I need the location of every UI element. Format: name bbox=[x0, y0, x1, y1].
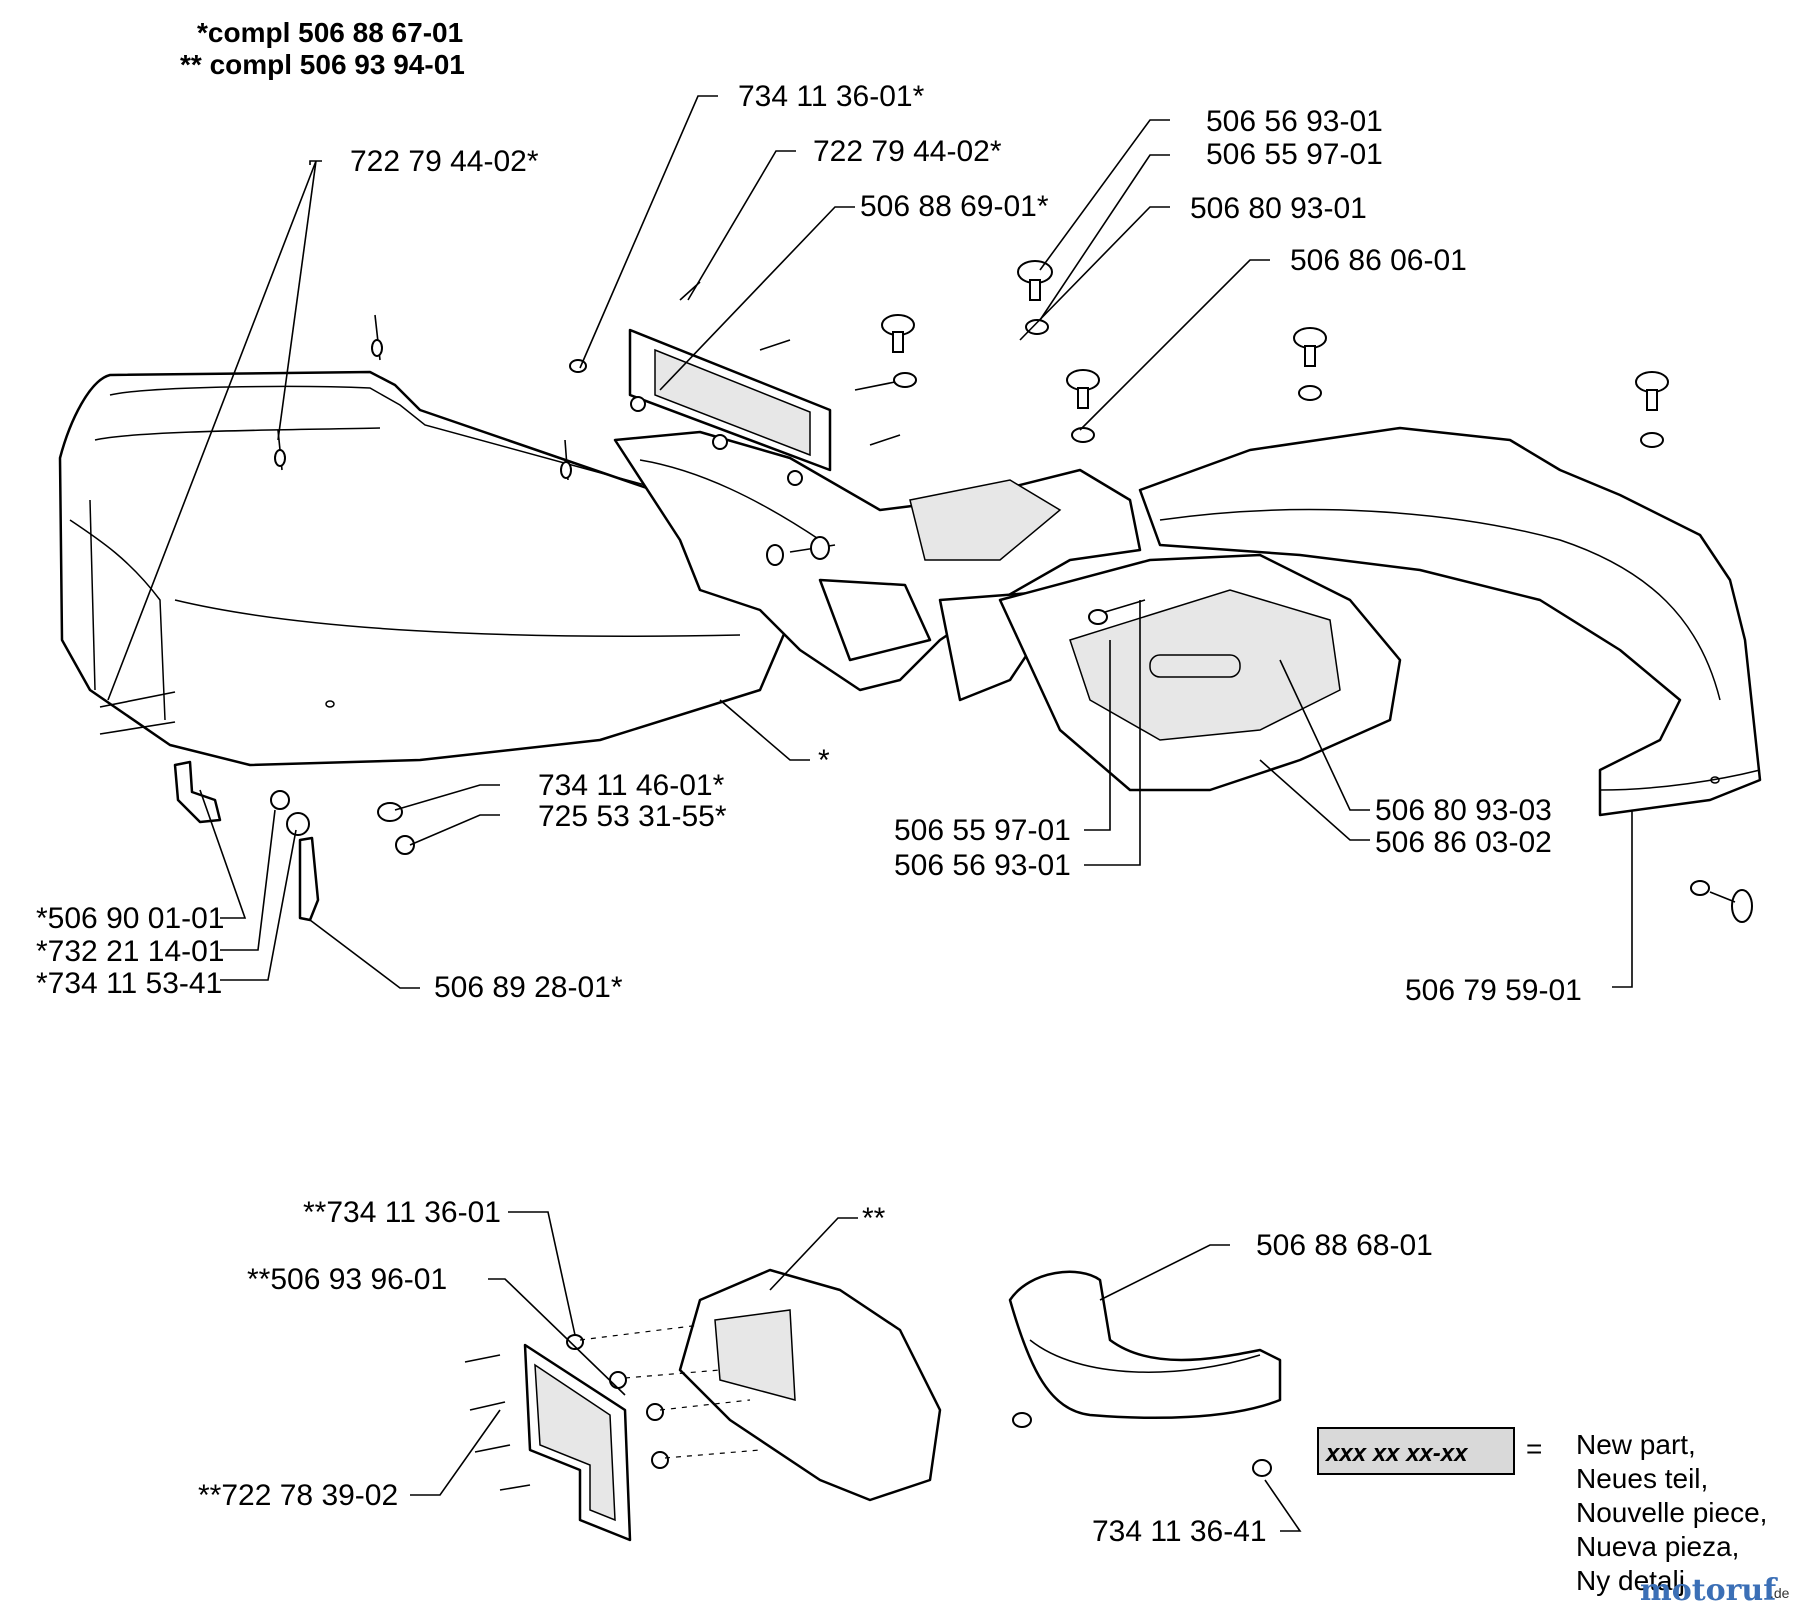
legend-line-3: Nouvelle piece, bbox=[1576, 1497, 1767, 1528]
label-506-79-59-01: 506 79 59-01 bbox=[1405, 974, 1582, 1007]
leader-lines bbox=[107, 95, 1633, 1532]
label-722-79-44-02-mid: 722 79 44-02* bbox=[813, 135, 1002, 168]
watermark-suffix: .de bbox=[1770, 1585, 1790, 1601]
label-506-55-97-01-bottom: 506 55 97-01 bbox=[894, 814, 1071, 847]
label-734-11-53-41: *734 11 53-41 bbox=[36, 967, 222, 1000]
label-506-89-28-01: 506 89 28-01* bbox=[434, 971, 623, 1004]
label-506-56-93-01-top: 506 56 93-01 bbox=[1206, 105, 1383, 138]
legend-line-2: Neues teil, bbox=[1576, 1463, 1708, 1494]
legend-equals: = bbox=[1526, 1433, 1542, 1464]
legend-line-1: New part, bbox=[1576, 1429, 1696, 1460]
label-506-55-97-01-top: 506 55 97-01 bbox=[1206, 138, 1383, 171]
vent-grille-top bbox=[628, 328, 832, 472]
label-506-80-93-01-top: 506 80 93-01 bbox=[1190, 192, 1367, 225]
label-star: * bbox=[818, 744, 830, 777]
label-starstar: ** bbox=[862, 1202, 886, 1235]
label-506-86-06-01: 506 86 06-01 bbox=[1290, 244, 1467, 277]
legend-swatch bbox=[1317, 1427, 1515, 1475]
header-line-1: *compl 506 88 67-01 bbox=[197, 17, 463, 48]
label-732-21-14-01: *732 21 14-01 bbox=[36, 935, 225, 968]
header-line-2: ** compl 506 93 94-01 bbox=[180, 49, 465, 80]
watermark-logo: motoruf .de bbox=[1640, 1573, 1790, 1608]
front-hood-part bbox=[58, 370, 792, 767]
label-dd-506-93-96-01: **506 93 96-01 bbox=[247, 1263, 447, 1296]
new-part-legend: xxx xx xx-xx = New part, Neues teil, Nou… bbox=[1317, 1427, 1767, 1596]
part-labels: 734 11 36-01* 722 79 44-02* 722 79 44-02… bbox=[36, 80, 1582, 1548]
bottom-cover-assembly bbox=[464, 1268, 942, 1542]
label-734-11-36-41: 734 11 36-41 bbox=[1092, 1515, 1267, 1548]
watermark-text: motoruf bbox=[1640, 1573, 1778, 1608]
fender-cup-part bbox=[1008, 1270, 1282, 1477]
label-734-11-36-01-top: 734 11 36-01* bbox=[738, 80, 925, 113]
label-506-56-93-01-bottom: 506 56 93-01 bbox=[894, 849, 1071, 882]
label-dd-734-11-36-01: **734 11 36-01 bbox=[303, 1196, 501, 1229]
label-725-53-31-55: 725 53 31-55* bbox=[538, 800, 727, 833]
legend-line-5: Ny detalj bbox=[1576, 1565, 1685, 1596]
legend-line-4: Nueva pieza, bbox=[1576, 1531, 1739, 1562]
label-734-11-46-01: 734 11 46-01* bbox=[538, 769, 725, 802]
hardware-fasteners bbox=[99, 260, 1753, 923]
label-506-88-68-01: 506 88 68-01 bbox=[1256, 1229, 1433, 1262]
legend-box-text: xxx xx xx-xx bbox=[1324, 1440, 1469, 1467]
rear-fender-part bbox=[1138, 426, 1762, 817]
label-506-80-93-03: 506 80 93-03 bbox=[1375, 794, 1552, 827]
seat-pan-part bbox=[998, 553, 1402, 792]
label-506-90-01-01: *506 90 01-01 bbox=[36, 902, 225, 935]
label-722-79-44-02-left: 722 79 44-02* bbox=[350, 145, 539, 178]
label-506-88-69-01: 506 88 69-01* bbox=[860, 190, 1049, 223]
label-506-86-03-02: 506 86 03-02 bbox=[1375, 826, 1552, 859]
label-dd-722-78-39-02: **722 78 39-02 bbox=[198, 1479, 398, 1512]
